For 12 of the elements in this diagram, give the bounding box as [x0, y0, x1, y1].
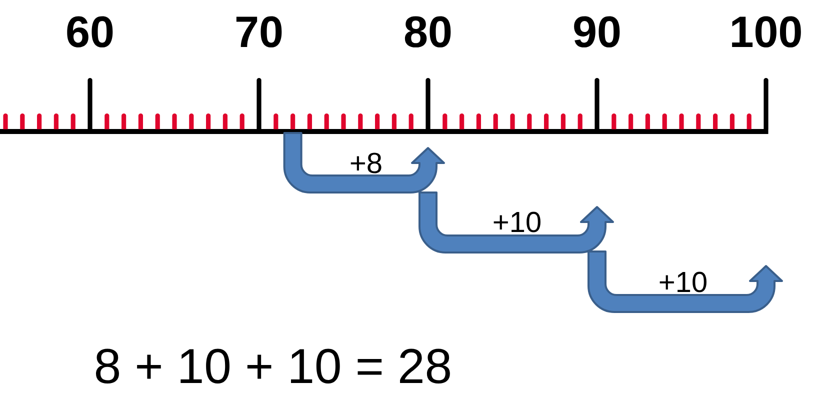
equation: 8 + 10 + 10 = 28	[96, 348, 450, 384]
tick-label: 80	[404, 16, 451, 48]
edge-label: +8	[350, 152, 382, 174]
tick-label: 70	[236, 16, 282, 48]
tick-label: 60	[67, 16, 113, 48]
tick-label: 100	[732, 16, 801, 48]
tick-label: 90	[574, 16, 620, 48]
edge-label: +10	[660, 272, 706, 292]
edge-label: +10	[494, 212, 540, 232]
bent-arrow	[283, 132, 445, 194]
bent-arrow	[588, 250, 783, 313]
bent-arrow	[418, 192, 614, 254]
